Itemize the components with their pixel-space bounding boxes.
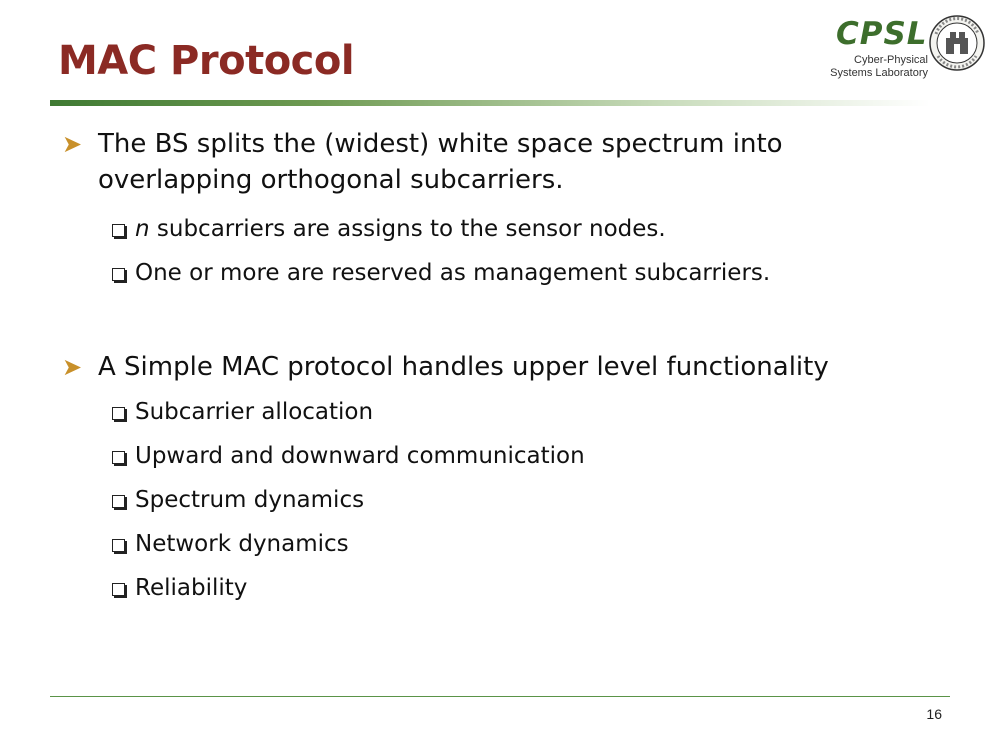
checkbox-bullet-icon: [112, 407, 125, 420]
bullet-2: ➤ A Simple MAC protocol handles upper le…: [62, 349, 922, 385]
sub-bullet: Upward and downward communication: [112, 441, 932, 471]
sub-bullet-text: Reliability: [135, 575, 248, 601]
sub-bullet-text: One or more are reserved as management s…: [135, 260, 771, 286]
university-seal-icon: [929, 15, 985, 71]
bullet-1: ➤ The BS splits the (widest) white space…: [62, 126, 922, 198]
page-number: 16: [926, 706, 942, 722]
arrow-bullet-icon: ➤: [62, 130, 83, 158]
logo-line1: Cyber-Physical: [854, 54, 928, 66]
sub-bullet-italic: n: [135, 216, 150, 242]
bullet-text: The BS splits the (widest) white space s…: [98, 129, 783, 195]
sub-bullet-text: Spectrum dynamics: [135, 487, 365, 513]
sub-bullet: Network dynamics: [112, 529, 932, 559]
sub-bullet: Spectrum dynamics: [112, 485, 932, 515]
cpsl-logo: CPSL Cyber-Physical Systems Laboratory: [830, 14, 986, 80]
footer-divider: [50, 696, 950, 697]
sub-bullet-text: subcarriers are assigns to the sensor no…: [149, 216, 666, 242]
sub-bullet: n subcarriers are assigns to the sensor …: [112, 214, 932, 244]
checkbox-bullet-icon: [112, 495, 125, 508]
title-divider: [50, 100, 930, 106]
arrow-bullet-icon: ➤: [62, 353, 83, 381]
checkbox-bullet-icon: [112, 224, 125, 237]
sub-bullet: Subcarrier allocation: [112, 397, 932, 427]
checkbox-bullet-icon: [112, 451, 125, 464]
sub-bullet-text: Network dynamics: [135, 531, 349, 557]
checkbox-bullet-icon: [112, 583, 125, 596]
logo-abbr: CPSL: [836, 16, 928, 52]
sub-bullet: One or more are reserved as management s…: [112, 258, 932, 288]
sub-bullet-text: Subcarrier allocation: [135, 399, 374, 425]
sub-bullet: Reliability: [112, 573, 932, 603]
page-title: MAC Protocol: [58, 38, 355, 84]
sub-bullet-text: Upward and downward communication: [135, 443, 585, 469]
bullet-text: A Simple MAC protocol handles upper leve…: [98, 352, 829, 382]
checkbox-bullet-icon: [112, 268, 125, 281]
logo-line2: Systems Laboratory: [830, 67, 928, 79]
checkbox-bullet-icon: [112, 539, 125, 552]
